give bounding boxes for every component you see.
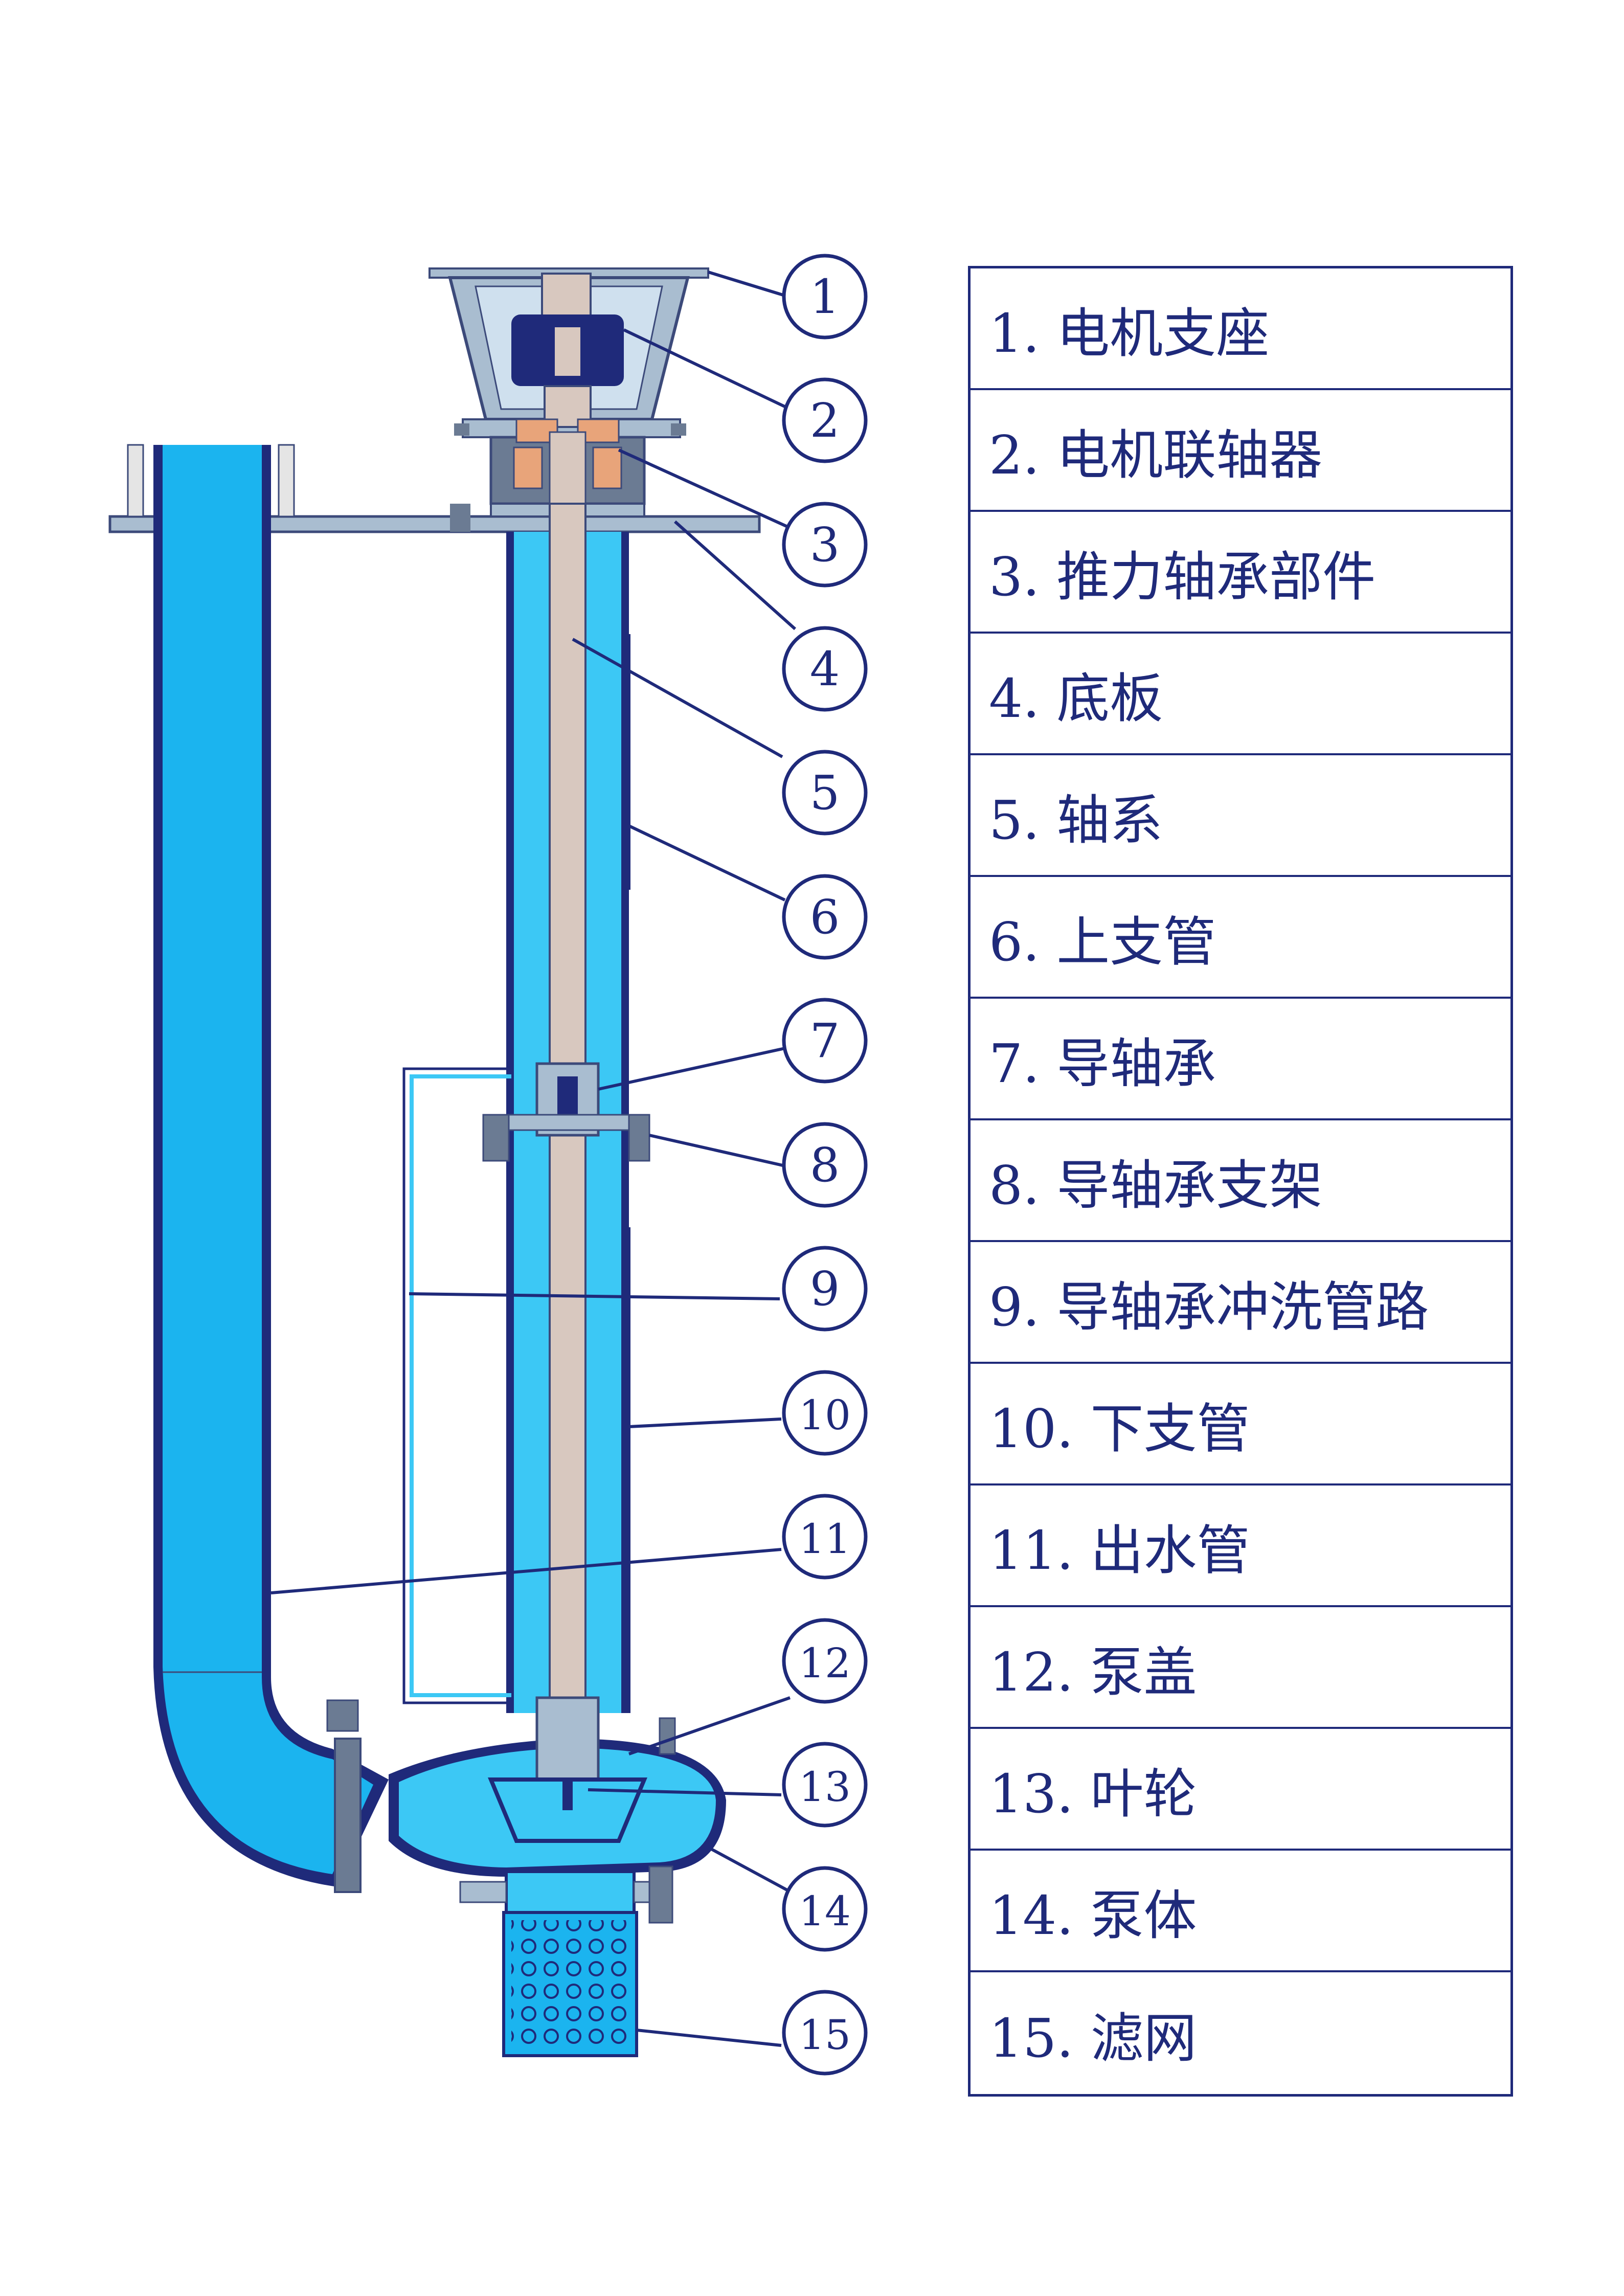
callout-circle-9 <box>782 1246 868 1332</box>
callout-number-9: 9 <box>810 1262 840 1316</box>
legend-row-13: 13. 叶轮 <box>971 1729 1510 1851</box>
callout-circle-13 <box>782 1742 868 1828</box>
legend-table: 1. 电机支座 2. 电机联轴器 3. 推力轴承部件 4. 底板 5. 轴系 6… <box>968 266 1513 2097</box>
legend-row-10: 10. 下支管 <box>971 1364 1510 1485</box>
legend-row-2: 2. 电机联轴器 <box>971 390 1510 512</box>
callout-number-7: 7 <box>810 1014 840 1068</box>
legend-row-5: 5. 轴系 <box>971 755 1510 877</box>
callout-circle-6 <box>782 874 868 960</box>
callout-circle-14 <box>782 1866 868 1952</box>
callout-number-11: 11 <box>799 1515 851 1563</box>
callout-circle-3 <box>782 502 868 588</box>
shaft <box>549 503 587 1809</box>
callout-number-4: 4 <box>810 642 840 696</box>
callout-number-6: 6 <box>810 890 840 944</box>
leader-lines <box>270 271 801 2047</box>
callout-circle-7 <box>782 998 868 1084</box>
callout-number-5: 5 <box>810 766 840 820</box>
callout-number-15: 15 <box>799 2011 851 2059</box>
legend-row-12: 12. 泵盖 <box>971 1607 1510 1729</box>
legend-row-15: 15. 滤网 <box>989 2007 1197 2069</box>
legend-row-14: 14. 泵体 <box>971 1851 1510 1972</box>
discharge-pipe <box>153 445 389 1887</box>
callout-number-14: 14 <box>799 1887 851 1935</box>
callouts <box>782 254 868 2076</box>
guide-bearing <box>482 1062 650 1162</box>
callout-circle-4 <box>782 626 868 712</box>
legend-row-9: 9. 导轴承冲洗管路 <box>971 1242 1510 1364</box>
callout-number-3: 3 <box>810 517 840 572</box>
callout-circle-5 <box>782 750 868 836</box>
legend-row-8: 8. 导轴承支架 <box>971 1120 1510 1242</box>
legend-row-3: 3. 推力轴承部件 <box>971 512 1510 634</box>
callout-circle-2 <box>782 377 868 463</box>
legend-row-7: 7. 导轴承 <box>971 999 1510 1120</box>
callout-number-12: 12 <box>799 1639 851 1687</box>
callout-circle-11 <box>782 1494 868 1580</box>
callout-circle-8 <box>782 1122 868 1208</box>
thrust-bearing-assembly <box>489 418 646 505</box>
legend-row-6: 6. 上支管 <box>971 877 1510 999</box>
callout-number-10: 10 <box>799 1391 851 1439</box>
callout-number-8: 8 <box>810 1138 840 1192</box>
pump-casing <box>326 1696 726 1924</box>
callout-number-2: 2 <box>810 393 840 448</box>
callout-number-13: 13 <box>799 1763 851 1811</box>
strainer <box>502 1911 638 2057</box>
legend-row-11: 11. 出水管 <box>971 1485 1510 1607</box>
legend-row-1: 1. 电机支座 <box>971 268 1510 390</box>
legend-row-4: 4. 底板 <box>971 634 1510 755</box>
callout-circle-10 <box>782 1370 868 1456</box>
callout-circle-12 <box>782 1618 868 1704</box>
callout-circle-15 <box>782 1990 868 2076</box>
callout-number-1: 1 <box>810 269 840 324</box>
callout-circle-1 <box>782 254 868 340</box>
flushing-line <box>402 1067 511 1704</box>
